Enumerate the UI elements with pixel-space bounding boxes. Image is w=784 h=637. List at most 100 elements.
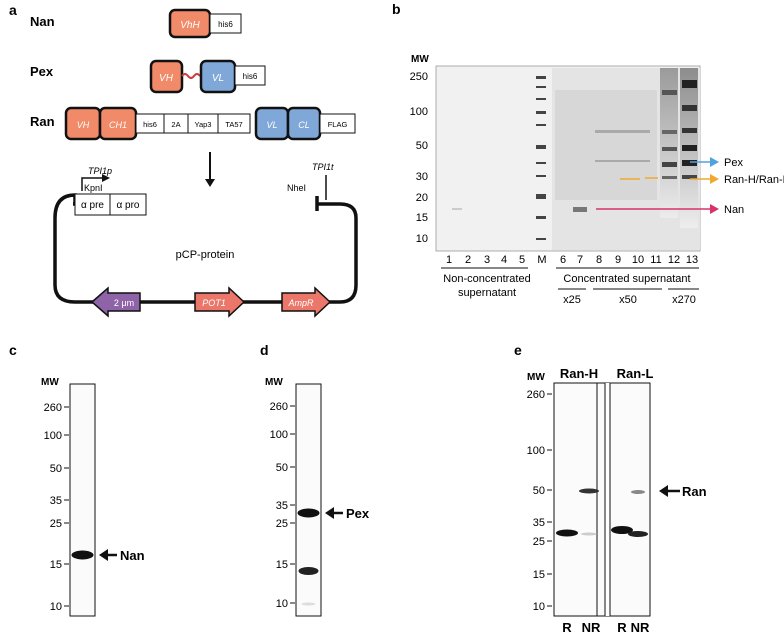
blot-e-title-ran-l: Ran-L xyxy=(617,366,654,381)
pex-his6-tag xyxy=(234,65,266,86)
group-left-line1: Non-concentrated xyxy=(443,273,530,285)
blot-c-band-label: Nan xyxy=(120,548,145,563)
nan-arrow: Nan xyxy=(596,204,744,216)
smear-lane-12 xyxy=(660,68,678,218)
ran-vl-label: VL xyxy=(266,120,277,130)
ran-vh-label: VH xyxy=(77,120,90,130)
blot-e-lane-r1: R xyxy=(562,620,572,635)
lane-label-13: 13 xyxy=(686,254,698,266)
ran-ch1-label: CH1 xyxy=(109,120,127,130)
blot-e-band-ranh-r xyxy=(556,529,578,537)
blot-c-mw-50: 50 xyxy=(50,463,62,475)
blot-e-lane-nr2: NR xyxy=(631,620,650,635)
blot-c-band-nan xyxy=(71,550,94,560)
blot-e-band-ranh-nr-50 xyxy=(579,488,599,494)
pex-linker xyxy=(181,73,201,79)
nhei-label: NheI xyxy=(287,183,306,193)
ran-cl-label: CL xyxy=(298,120,310,130)
blot-d-mw-35: 35 xyxy=(276,500,288,512)
blot-e-mw-100: 100 xyxy=(527,445,545,457)
group-right-label: Concentrated supernatant xyxy=(563,273,690,285)
blot-c-mw-100: 100 xyxy=(44,430,62,442)
marker-ampr xyxy=(281,286,332,318)
panel-letter-e: e xyxy=(514,342,522,358)
pex-arrow-label: Pex xyxy=(724,157,743,169)
gel-b-mw-title: MW xyxy=(411,54,429,65)
blot-d-strip xyxy=(295,383,322,617)
blot-d-mw-15: 15 xyxy=(276,559,288,571)
panel-c-blot: MW 260 100 50 35 25 15 10 Nan xyxy=(41,377,145,617)
pex-vl-label: VL xyxy=(212,73,224,84)
alpha-pre-label: α pre xyxy=(81,200,104,211)
gel-b-mw-250: 250 xyxy=(410,71,428,83)
alpha-pro-box xyxy=(109,193,147,216)
blot-e-lane-r2: R xyxy=(617,620,627,635)
pex-vh-label: VH xyxy=(159,73,174,84)
blot-d-band-pex xyxy=(297,508,320,518)
blot-d-band-faint xyxy=(301,602,316,606)
pex-his6-label: his6 xyxy=(243,72,258,81)
lane-label-6: 6 xyxy=(560,254,566,266)
nan-his6-tag xyxy=(209,13,242,34)
lane-label-10: 10 xyxy=(632,254,644,266)
panel-letter-c: c xyxy=(9,342,17,358)
blot-e-mw-25: 25 xyxy=(533,536,545,548)
lane-label-5: 5 xyxy=(519,254,525,266)
blot-c-mw-25: 25 xyxy=(50,518,62,530)
lane-label-7: 7 xyxy=(577,254,583,266)
lane-label-12: 12 xyxy=(668,254,680,266)
gel-b-mw-50: 50 xyxy=(416,140,428,152)
kpni-label: KpnI xyxy=(84,183,103,193)
terminator-label: TPI1t xyxy=(312,162,334,172)
blot-e-mw-50: 50 xyxy=(533,485,545,497)
blot-e-band-label: Ran xyxy=(682,484,707,499)
nan-his6-label: his6 xyxy=(218,20,233,29)
blot-c-mw-15: 15 xyxy=(50,559,62,571)
gel-b-mw-10: 10 xyxy=(416,233,428,245)
ran-ta57-tag xyxy=(217,113,251,134)
blot-e-lane-nr1: NR xyxy=(582,620,601,635)
promoter-label: TPI1p xyxy=(88,166,112,176)
ran-his6-label: his6 xyxy=(143,120,157,129)
lane-label-9: 9 xyxy=(615,254,621,266)
lane-label-m: M xyxy=(537,254,546,266)
blot-e-mw-260: 260 xyxy=(527,389,545,401)
gel-b-mw-100: 100 xyxy=(410,106,428,118)
nan-vhh-label: VhH xyxy=(180,20,200,31)
gel-b-mw-15: 15 xyxy=(416,212,428,224)
pex-arrow: Pex xyxy=(690,157,743,169)
blot-e-mw-10: 10 xyxy=(533,601,545,613)
conc-label-x270: x270 xyxy=(672,294,696,306)
ran-arrow-label: Ran-H/Ran-L xyxy=(724,174,784,186)
blot-d-mw-260: 260 xyxy=(270,401,288,413)
blot-d-mw-50: 50 xyxy=(276,462,288,474)
panel-d-blot: MW 260 100 50 35 25 15 10 Pex xyxy=(265,377,370,617)
blot-d-band-label: Pex xyxy=(346,506,370,521)
ran-yap3-label: Yap3 xyxy=(195,120,212,129)
blot-e-mw-35: 35 xyxy=(533,517,545,529)
gel-b-bands xyxy=(452,80,697,212)
blot-e-band-ranh-nr-faint xyxy=(581,532,597,536)
lane-label-4: 4 xyxy=(501,254,507,266)
construct-name-nan: Nan xyxy=(30,14,55,29)
blot-e-band-ranl-r xyxy=(611,526,633,534)
lane-label-1: 1 xyxy=(446,254,452,266)
gel-b-mw-20: 20 xyxy=(416,192,428,204)
ran-flag-label: FLAG xyxy=(328,120,348,129)
panel-letter-a: a xyxy=(9,2,17,18)
lane-label-8: 8 xyxy=(596,254,602,266)
gel-b-lane-labels: 1 2 3 4 5 M 6 7 8 9 10 11 12 13 xyxy=(446,254,698,266)
blot-e-mw-title: MW xyxy=(527,372,545,383)
blot-d-mw-10: 10 xyxy=(276,598,288,610)
marker-2um-label: 2 μm xyxy=(114,298,134,308)
promoter-arrow xyxy=(81,177,103,191)
insertion-arrow xyxy=(205,152,215,187)
lane-label-3: 3 xyxy=(484,254,490,266)
construct-name-ran: Ran xyxy=(30,114,55,129)
blot-c-mw-10: 10 xyxy=(50,601,62,613)
marker-pot1 xyxy=(194,286,246,318)
blot-e-title-ran-h: Ran-H xyxy=(560,366,598,381)
ran-flag-tag xyxy=(319,113,356,134)
alpha-pro-label: α pro xyxy=(116,200,139,211)
